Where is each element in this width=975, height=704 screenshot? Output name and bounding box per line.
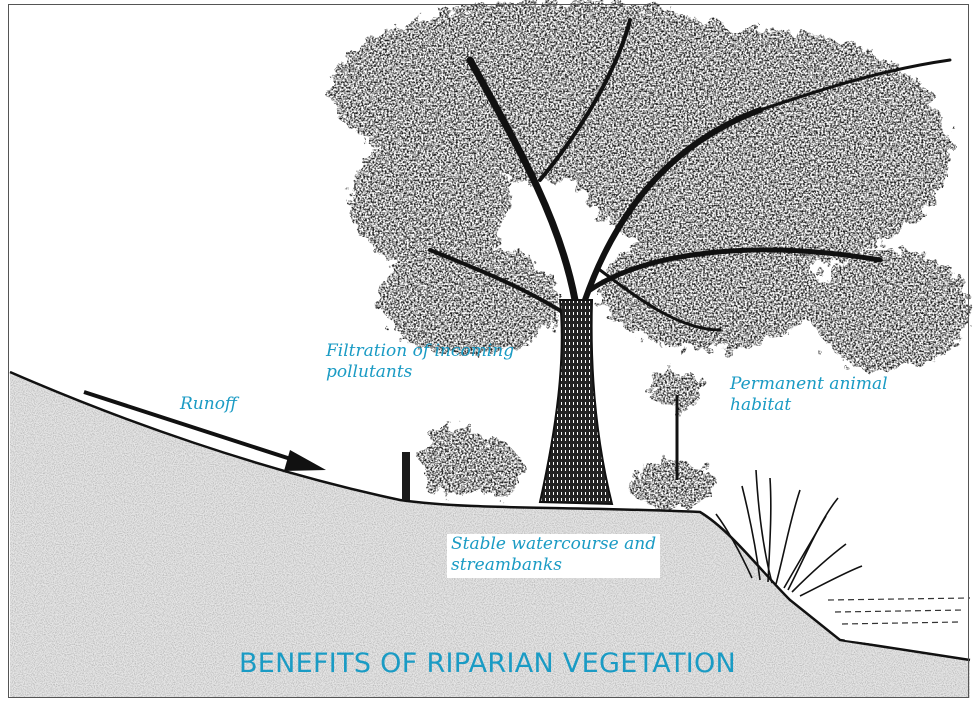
filtration-label-line-2: pollutants — [326, 362, 514, 383]
habitat-label-line-1: Permanent animal — [730, 374, 888, 395]
runoff-label: Runoff — [180, 394, 237, 415]
habitat-label-line-2: habitat — [730, 395, 888, 416]
streambanks-label-line-1: Stable watercourse and — [451, 534, 656, 555]
tree-trunk — [540, 300, 612, 504]
filtration-label: Filtration of incoming pollutants — [326, 341, 514, 383]
streambanks-label-line-2: streambanks — [451, 555, 656, 576]
streambanks-label: Stable watercourse and streambanks — [447, 534, 660, 578]
diagram-title: BENEFITS OF RIPARIAN VEGETATION — [0, 648, 975, 679]
filtration-label-line-1: Filtration of incoming — [326, 341, 514, 362]
habitat-label: Permanent animal habitat — [730, 374, 888, 416]
fence-post — [402, 452, 410, 500]
